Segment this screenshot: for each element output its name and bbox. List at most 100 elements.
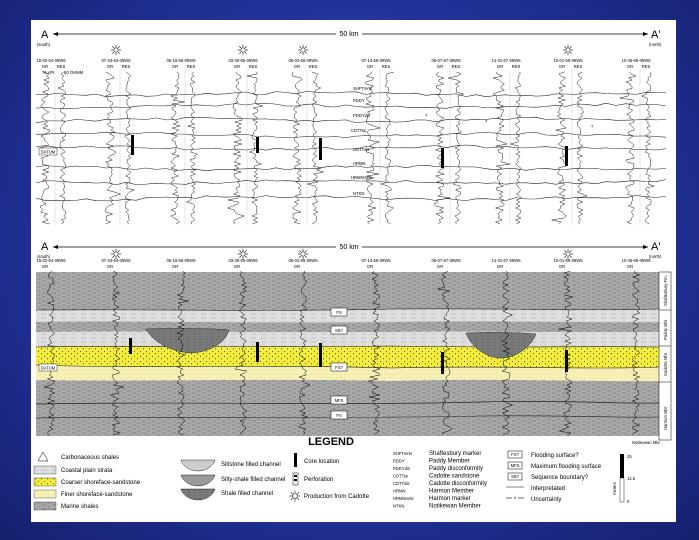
top-log-curve (641, 71, 656, 225)
legend-abbr-code: PDDYdis (393, 466, 410, 471)
top-horizon-label: CDTTss (351, 128, 366, 133)
top-horizon-label: PDDY (353, 98, 365, 103)
top-log-curve (105, 71, 122, 225)
production-sun-icon (237, 248, 249, 260)
legend-marine: Marine shales (61, 504, 98, 510)
top-log-curve (492, 71, 511, 225)
bottom-well-name: 07-13-66-09W6 (361, 258, 391, 263)
bottom-core-marker (565, 350, 568, 372)
sun-icon (289, 490, 301, 502)
harmon-marine-shale (36, 379, 659, 436)
top-res-label: RES (452, 64, 461, 69)
legend-abbr-code: PDDY (393, 459, 405, 464)
legend-abbr-name: Notikewan Member (429, 504, 481, 510)
channel-fill-1 (145, 328, 230, 354)
bottom-gr-label: GR (172, 264, 178, 269)
cross-section-svg: A A' (south) (north) 50 km 15-02-64-08W6… (33, 28, 672, 511)
bottom-log-curve (109, 270, 124, 436)
top-well-name: 07-33-64-08W6 (101, 58, 131, 63)
bottom-gr-label: GR (367, 264, 373, 269)
top-horizon-lines: SHFTmrkrPDDYPDDYdisCDTTssCDTTdisHRMNHRMN… (35, 86, 667, 202)
top-correlation-panel: A A' (south) (north) 50 km 15-02-64-08W6… (35, 28, 667, 225)
top-south-label: (south) (37, 42, 51, 47)
top-arrow-left (53, 32, 58, 36)
notikewan-label: Notikewan Mbr (632, 440, 661, 445)
legend-surface-name: Maximum flooding surface (531, 464, 602, 470)
top-res-label: RES (122, 64, 131, 69)
top-distance-label: 50 km (339, 31, 358, 38)
top-core-marker (131, 135, 134, 155)
legend-production-sun-icon (289, 490, 301, 502)
bottom-arrow-left (53, 245, 58, 249)
mfs-line (35, 401, 660, 405)
top-horizon-label: HRMN (353, 161, 366, 166)
top-a-prime-label: A' (651, 29, 660, 41)
top-well-name: 14-31-67-08W6 (491, 58, 521, 63)
legend-abbr-code: NTKN (393, 504, 404, 509)
top-gr-label: GR (367, 64, 373, 69)
top-gr-label: GR (437, 64, 443, 69)
top-horizon-label: NTKN (353, 191, 364, 196)
legend-swatch-coarse (33, 477, 57, 487)
bottom-log-curve (501, 270, 514, 436)
legend-abbr-name: Cadotte sandstone (429, 474, 480, 480)
legend-scale-0: 0 (627, 499, 630, 504)
legend-siltyshale-channel: Silty-shale filled channel (221, 477, 285, 483)
sb-line (35, 345, 660, 348)
fs-label-box (330, 307, 348, 317)
bottom-gr-label: GR (294, 264, 300, 269)
top-datum-label: DATUM (41, 150, 56, 155)
legend-core: Core location (304, 459, 339, 465)
bottom-core-locations (129, 338, 568, 374)
legend-swatch-siltyshale-channel (180, 474, 216, 487)
top-horizon-label: SHFTmrkr (353, 86, 373, 91)
top-horizon (35, 195, 667, 202)
top-log-curve (169, 71, 185, 225)
top-scale-api: 75 API (42, 70, 54, 75)
top-datum-box (38, 147, 58, 156)
paddy-coastal-plain-1 (36, 308, 659, 323)
top-gr-label: GR (294, 64, 300, 69)
production-sun-icon (110, 44, 122, 56)
top-well-name: 15-02-64-08W6 (36, 58, 66, 63)
top-well-name: 07-13-66-09W6 (361, 58, 391, 63)
bottom-gr-label: GR (437, 264, 443, 269)
legend-surface-box (507, 450, 523, 459)
bottom-gr-label: GR (234, 264, 240, 269)
bottom-core-marker (129, 338, 132, 354)
bottom-north-label: (north) (649, 254, 662, 259)
bottom-log-curve (437, 270, 453, 436)
legend-abbr-code: HRMNmrkr (393, 496, 415, 501)
top-arrow-right (643, 32, 648, 36)
bottom-a-label: A (41, 241, 49, 253)
top-log-curve (246, 71, 264, 225)
bottom-correlation-panel: A A' (south) (north) 50 km 15-02-64-08W6… (35, 241, 672, 445)
top-log-curve (379, 71, 394, 225)
top-res-label: RES (187, 64, 196, 69)
shaftesbury-marine-shale (36, 272, 659, 310)
lower-fs-line (35, 415, 660, 419)
top-gr-label: GR (559, 64, 565, 69)
top-well-name: 03-30-65-08W6 (228, 58, 258, 63)
production-sun-icon (237, 44, 249, 56)
top-horizon (35, 102, 667, 110)
fs-question-line (35, 364, 660, 369)
bottom-core-marker (256, 342, 259, 362)
legend-scale-25: 25 (627, 454, 632, 459)
fs-line-top (35, 308, 660, 311)
top-gr-label: GR (107, 64, 113, 69)
member-column (658, 271, 672, 441)
top-gr-label: GR (627, 64, 633, 69)
legend-fine: Finer shoreface-sandstone (61, 492, 133, 498)
legend-perforation-mark-1 (294, 475, 297, 477)
bottom-well-name: 08-02-66-09W6 (288, 258, 318, 263)
fs-label-top: FS (336, 310, 342, 315)
top-horizon (35, 144, 667, 151)
top-log-curve (124, 71, 135, 225)
top-horizon (35, 116, 667, 124)
mfs-label: MFS (335, 398, 344, 403)
top-a-label: A (41, 29, 49, 41)
legend-surface-name: Sequence boundary? (531, 475, 589, 481)
top-log-curve (185, 71, 198, 225)
